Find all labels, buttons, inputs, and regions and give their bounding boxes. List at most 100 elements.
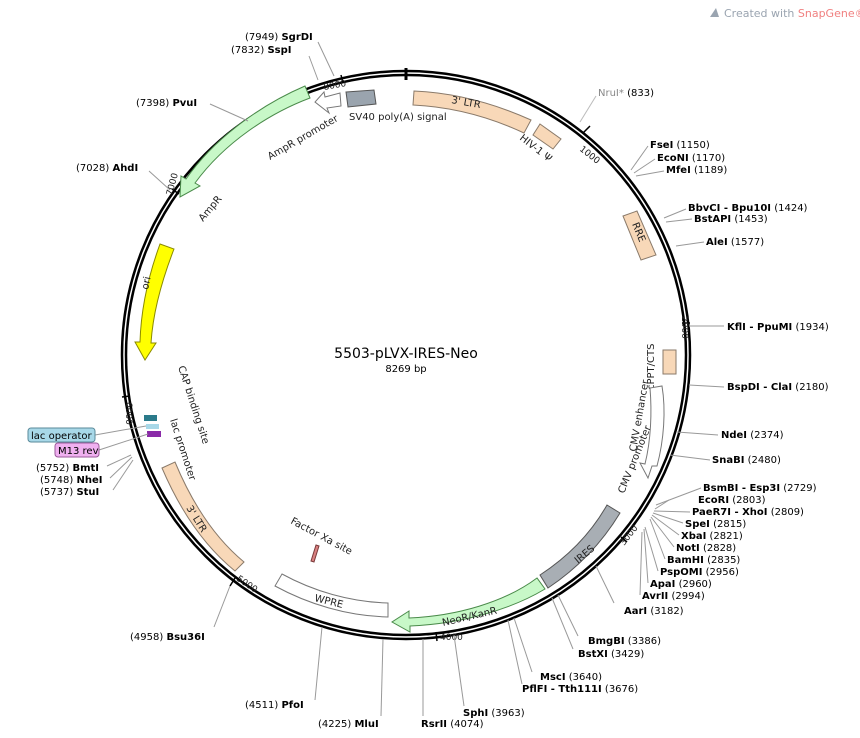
site-pos-avrii: (2994) bbox=[671, 591, 704, 602]
feature-label-3ltr-top: 3' LTR bbox=[450, 95, 481, 111]
svg-text:NdeI (2374): NdeI (2374) bbox=[721, 430, 784, 441]
site-msci: MscI (3640) bbox=[513, 617, 602, 683]
site-name-bspdi: BspDI - ClaI bbox=[727, 382, 792, 393]
site-pos-mlui: (4225) bbox=[318, 719, 351, 730]
snapgene-logo-icon bbox=[710, 8, 719, 17]
svg-text:(7949) SgrDI: (7949) SgrDI bbox=[245, 32, 313, 43]
plasmid-name: 5503-pLVX-IRES-Neo bbox=[334, 346, 478, 362]
site-pos-sgrdi: (7949) bbox=[245, 32, 278, 43]
site-pos-sphi: (3963) bbox=[491, 708, 524, 719]
site-pos-ahdi: (7028) bbox=[76, 163, 109, 174]
site-sgrdi: (7949) SgrDI bbox=[245, 32, 335, 77]
site-name-bsu36i: Bsu36I bbox=[166, 632, 204, 643]
feature-ori: ori bbox=[134, 243, 175, 361]
svg-text:PspOMI (2956): PspOMI (2956) bbox=[660, 567, 739, 578]
tick-label-6000: 6000 bbox=[123, 402, 133, 425]
tick-6000 bbox=[121, 395, 131, 398]
site-pvui: (7398) PvuI bbox=[136, 98, 249, 122]
site-ahdi: (7028) AhdI bbox=[76, 163, 171, 191]
tag-label-lac-operator: lac operator bbox=[31, 431, 92, 442]
tag-m13-rev: M13 rev bbox=[54, 433, 149, 458]
tick-5000 bbox=[229, 577, 236, 587]
site-name-noti: NotI bbox=[676, 543, 700, 554]
site-name-sphi: SphI bbox=[463, 708, 488, 719]
site-name-econi: EcoNI bbox=[657, 153, 689, 164]
site-rsrii: RsrII (4074) bbox=[421, 639, 484, 730]
site-pos-xbai: (2821) bbox=[710, 531, 743, 542]
site-pos-bbvci: (1424) bbox=[774, 203, 807, 214]
site-name-xbai: XbaI bbox=[681, 531, 706, 542]
site-stui: (5737) StuI bbox=[40, 459, 134, 498]
site-name-aari: AarI bbox=[624, 606, 647, 617]
site-name-bstapi: BstAPI bbox=[694, 214, 731, 225]
svg-text:FseI (1150): FseI (1150) bbox=[650, 140, 710, 151]
svg-text:NruI* (833): NruI* (833) bbox=[598, 88, 654, 99]
site-name-paer7i: PaeR7I - XhoI bbox=[692, 507, 768, 518]
site-pos-nrui: (833) bbox=[627, 88, 654, 99]
feature-label-ampr-promoter: AmpR promoter bbox=[266, 113, 341, 163]
feature-label-sv40-polya: SV40 poly(A) signal bbox=[349, 112, 447, 123]
svg-text:(7028) AhdI: (7028) AhdI bbox=[76, 163, 138, 174]
site-bmti: (5752) BmtI bbox=[36, 454, 132, 474]
site-bsu36i: (4958) Bsu36I bbox=[130, 585, 231, 643]
site-name-mfei: MfeI bbox=[666, 165, 691, 176]
site-pos-bstapi: (1453) bbox=[734, 214, 767, 225]
feature-sv40-polya: SV40 poly(A) signal bbox=[345, 89, 447, 123]
svg-text:(5752) BmtI: (5752) BmtI bbox=[36, 463, 99, 474]
site-kfli: KflI - PpuMI (1934) bbox=[689, 322, 829, 333]
svg-text:(4511) PfoI: (4511) PfoI bbox=[245, 700, 304, 711]
feature-3ltr-top: 3' LTR bbox=[412, 90, 532, 134]
site-name-avrii: AvrII bbox=[642, 591, 668, 602]
site-econi: EcoNI (1170) bbox=[633, 153, 725, 174]
site-name-ahdi: AhdI bbox=[112, 163, 138, 174]
svg-text:XbaI (2821): XbaI (2821) bbox=[681, 531, 743, 542]
site-noti: NotI (2828) bbox=[676, 543, 736, 554]
svg-text:SnaBI (2480): SnaBI (2480) bbox=[712, 455, 781, 466]
site-pos-fsei: (1150) bbox=[676, 140, 709, 151]
site-pos-bstxi: (3429) bbox=[611, 649, 644, 660]
feature-ires: IRES bbox=[539, 504, 621, 589]
svg-text:(4225) MluI: (4225) MluI bbox=[318, 719, 379, 730]
site-pos-apai: (2960) bbox=[679, 579, 712, 590]
site-bspdi: BspDI - ClaI (2180) bbox=[688, 382, 829, 393]
site-bsmbi: BsmBI - Esp3I (2729) bbox=[703, 483, 817, 494]
site-paer7i: PaeR7I - XhoI (2809) bbox=[692, 507, 804, 518]
tick-4000 bbox=[435, 631, 438, 642]
credit-prefix: Created with bbox=[724, 7, 798, 20]
site-bamhi: BamHI (2835) bbox=[667, 555, 740, 566]
site-pos-bmti: (5752) bbox=[36, 463, 69, 474]
site-name-bsmbi: BsmBI - Esp3I bbox=[703, 483, 780, 494]
site-bbvci: BbvCI - Bpu10I (1424) bbox=[663, 203, 808, 219]
site-pos-econi: (1170) bbox=[692, 153, 725, 164]
site-pos-aari: (3182) bbox=[650, 606, 683, 617]
svg-text:EcoNI (1170): EcoNI (1170) bbox=[657, 153, 725, 164]
tick-8000 bbox=[340, 74, 344, 84]
site-pos-pflfi: (3676) bbox=[605, 684, 638, 695]
feature-neor-kanr: NeoR/KanR bbox=[391, 577, 546, 633]
feature-label-ori: ori bbox=[140, 276, 153, 291]
site-name-stui: StuI bbox=[76, 487, 99, 498]
svg-text:Created with SnapGene®: Created with SnapGene® bbox=[724, 7, 860, 20]
tick-1000 bbox=[582, 125, 591, 134]
site-cluster-mcs bbox=[639, 487, 702, 596]
site-name-bstxi: BstXI bbox=[578, 649, 608, 660]
site-xbai: XbaI (2821) bbox=[681, 531, 743, 542]
site-pos-pspomi: (2956) bbox=[706, 567, 739, 578]
svg-text:MfeI (1189): MfeI (1189) bbox=[666, 165, 727, 176]
tick-label-8000: 8000 bbox=[323, 79, 348, 93]
site-pos-pfoi: (4511) bbox=[245, 700, 278, 711]
feature-label-factor-xa: Factor Xa site bbox=[289, 516, 354, 558]
site-name-fsei: FseI bbox=[650, 140, 673, 151]
svg-text:BbvCI - Bpu10I (1424): BbvCI - Bpu10I (1424) bbox=[688, 203, 808, 214]
site-aari: AarI (3182) bbox=[595, 565, 684, 617]
site-name-bbvci: BbvCI - Bpu10I bbox=[688, 203, 771, 214]
site-name-sgrdi: SgrDI bbox=[281, 32, 312, 43]
tick-label-2000: 2000 bbox=[679, 316, 689, 339]
tick-label-3000: 3000 bbox=[618, 523, 640, 547]
site-name-bmti: BmtI bbox=[72, 463, 99, 474]
svg-text:MscI (3640): MscI (3640) bbox=[540, 672, 602, 683]
site-pos-bamhi: (2835) bbox=[707, 555, 740, 566]
svg-text:SpeI (2815): SpeI (2815) bbox=[685, 519, 746, 530]
site-avrii: AvrII (2994) bbox=[642, 591, 705, 602]
